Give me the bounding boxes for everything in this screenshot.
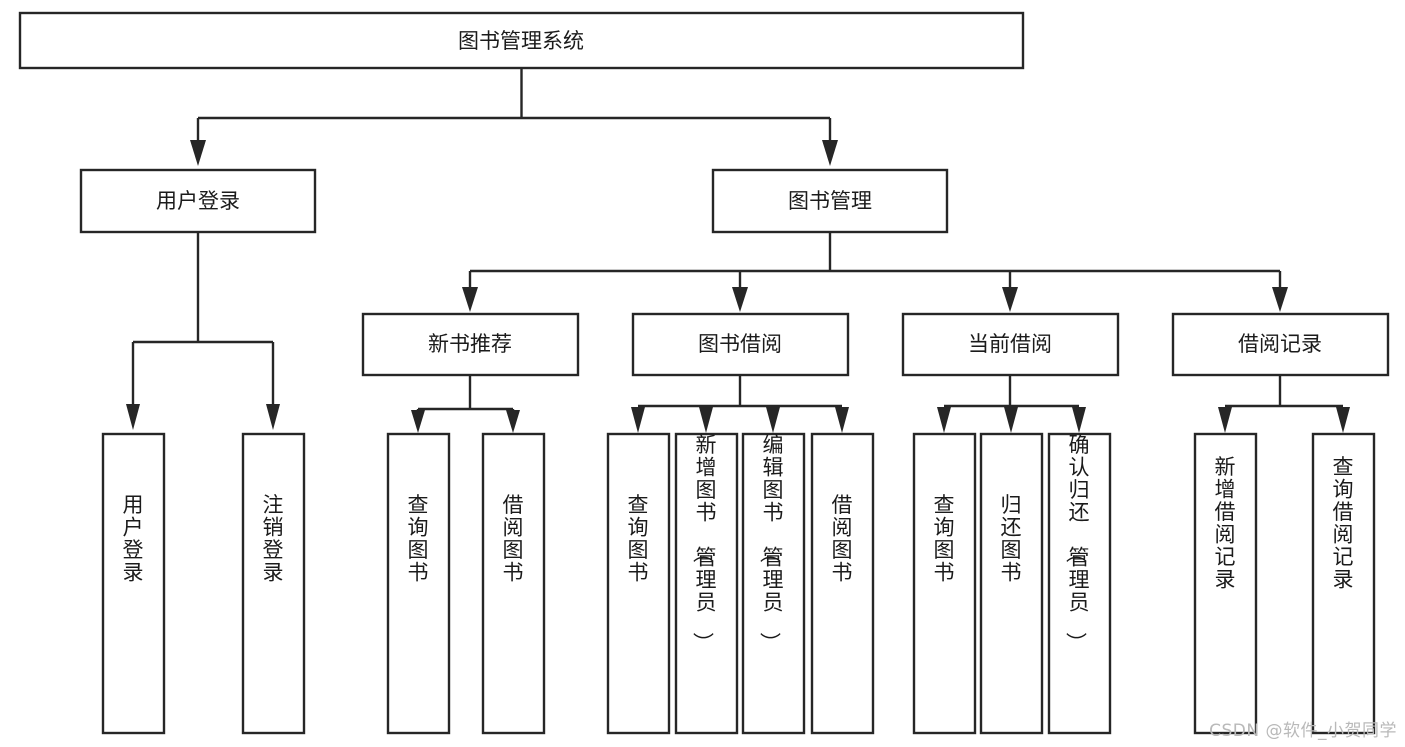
node-user-login[interactable]: 用户登录 <box>79 168 317 234</box>
node-leaf-query-record[interactable]: 查询借阅记录 <box>1311 432 1376 735</box>
arrow-head-leaf-confirm-return <box>1072 407 1086 433</box>
arrow-head-leaf-query-book-3 <box>937 407 951 433</box>
node-user-login-label: 用户登录 <box>156 189 240 213</box>
arrow-head-leaf-logout <box>266 404 280 430</box>
arrow-head-new-book-rec <box>462 287 478 312</box>
node-leaf-borrow-book-2-label: 借阅图书 <box>832 493 853 585</box>
connector-group-user-login <box>126 232 280 430</box>
node-leaf-borrow-book-2-box[interactable] <box>810 432 875 735</box>
node-leaf-return-book-label: 归还图书 <box>1001 493 1022 585</box>
node-leaf-logout[interactable]: 注销登录 <box>241 432 306 735</box>
node-new-book-rec[interactable]: 新书推荐 <box>361 312 580 377</box>
node-book-borrow[interactable]: 图书借阅 <box>631 312 850 377</box>
node-root[interactable]: 图书管理系统 <box>18 11 1025 70</box>
arrow-head-current-borrow <box>1002 287 1018 312</box>
node-root-label: 图书管理系统 <box>458 29 584 53</box>
node-new-book-rec-box[interactable] <box>361 312 580 377</box>
node-leaf-query-book-2-label: 查询图书 <box>628 493 649 585</box>
arrow-head-book-manage <box>822 140 838 166</box>
node-leaf-query-record-box[interactable] <box>1311 432 1376 735</box>
node-leaf-borrow-book-1-box[interactable] <box>481 432 546 735</box>
node-leaf-query-book-2-box[interactable] <box>606 432 671 735</box>
node-borrow-record-box[interactable] <box>1171 312 1390 377</box>
node-leaf-edit-book-box[interactable] <box>741 432 806 735</box>
arrow-head-leaf-query-record <box>1336 407 1350 433</box>
node-leaf-add-record-label: 新增借阅记录 <box>1215 455 1236 592</box>
node-current-borrow[interactable]: 当前借阅 <box>901 312 1120 377</box>
connector-group-current-borrow <box>937 375 1086 433</box>
node-leaf-query-book-3[interactable]: 查询图书 <box>912 432 977 735</box>
arrow-head-borrow-record <box>1272 287 1288 312</box>
csdn-watermark: CSDN @软件_小贺同学 <box>1209 721 1397 741</box>
arrow-head-user-login <box>190 140 206 166</box>
node-leaf-add-book[interactable]: 新增图书（管理员） <box>674 432 739 735</box>
connector-group-borrow-record <box>1218 375 1350 433</box>
connector-group-new-book-rec <box>411 375 520 433</box>
arrow-head-leaf-add-record <box>1218 407 1232 433</box>
node-leaf-return-book[interactable]: 归还图书 <box>979 432 1044 735</box>
node-leaf-logout-label: 注销登录 <box>263 493 284 585</box>
node-borrow-record[interactable]: 借阅记录 <box>1171 312 1390 377</box>
node-leaf-user-login[interactable]: 用户登录 <box>101 432 166 735</box>
node-leaf-user-login-box[interactable] <box>101 432 166 735</box>
node-leaf-logout-box[interactable] <box>241 432 306 735</box>
node-borrow-record-label: 借阅记录 <box>1238 332 1322 356</box>
node-leaf-add-record[interactable]: 新增借阅记录 <box>1193 432 1258 735</box>
node-leaf-confirm-return-box[interactable] <box>1047 432 1112 735</box>
node-leaf-query-book-1-label: 查询图书 <box>408 493 429 585</box>
arrow-head-book-borrow <box>732 287 748 312</box>
arrow-head-leaf-add-book <box>699 407 713 433</box>
node-leaf-add-book-box[interactable] <box>674 432 739 735</box>
node-leaf-add-record-box[interactable] <box>1193 432 1258 735</box>
connector-group-book-manage <box>462 232 1288 312</box>
node-current-borrow-label: 当前借阅 <box>968 332 1052 356</box>
node-book-manage-label: 图书管理 <box>788 189 872 213</box>
node-book-manage[interactable]: 图书管理 <box>711 168 949 234</box>
node-leaf-query-book-1[interactable]: 查询图书 <box>386 432 451 735</box>
connector-group-book-borrow <box>631 375 849 433</box>
arrow-head-leaf-query-book-2 <box>631 407 645 433</box>
arrow-head-leaf-edit-book <box>766 407 780 433</box>
node-leaf-add-book-label: 新增图书（管理员） <box>691 433 717 653</box>
arrow-head-leaf-return-book <box>1004 407 1018 433</box>
node-leaf-borrow-book-1[interactable]: 借阅图书 <box>481 432 546 735</box>
arrow-head-leaf-borrow-book-2 <box>835 407 849 433</box>
arrow-head-leaf-borrow-book-1 <box>506 410 520 433</box>
node-leaf-confirm-return[interactable]: 确认归还（管理员） <box>1047 432 1112 735</box>
node-leaf-borrow-book-2[interactable]: 借阅图书 <box>810 432 875 735</box>
connector-group-root <box>190 68 838 166</box>
node-leaf-query-book-3-box[interactable] <box>912 432 977 735</box>
node-leaf-edit-book[interactable]: 编辑图书（管理员） <box>741 432 806 735</box>
node-current-borrow-box[interactable] <box>901 312 1120 377</box>
node-leaf-query-record-label: 查询借阅记录 <box>1333 455 1354 592</box>
node-root-box[interactable] <box>18 11 1025 70</box>
arrow-head-leaf-user-login <box>126 404 140 430</box>
arrow-head-leaf-query-book-1 <box>411 410 425 433</box>
node-user-login-box[interactable] <box>79 168 317 234</box>
node-leaf-edit-book-label: 编辑图书（管理员） <box>758 433 784 653</box>
node-leaf-query-book-3-label: 查询图书 <box>934 493 955 585</box>
node-leaf-confirm-return-label: 确认归还（管理员） <box>1064 433 1090 653</box>
node-leaf-query-book-1-box[interactable] <box>386 432 451 735</box>
node-leaf-return-book-box[interactable] <box>979 432 1044 735</box>
node-book-borrow-label: 图书借阅 <box>698 332 782 356</box>
node-leaf-borrow-book-1-label: 借阅图书 <box>503 493 524 585</box>
node-leaf-user-login-label: 用户登录 <box>123 493 144 585</box>
node-new-book-rec-label: 新书推荐 <box>428 332 512 356</box>
node-book-manage-box[interactable] <box>711 168 949 234</box>
node-book-borrow-box[interactable] <box>631 312 850 377</box>
node-leaf-query-book-2[interactable]: 查询图书 <box>606 432 671 735</box>
